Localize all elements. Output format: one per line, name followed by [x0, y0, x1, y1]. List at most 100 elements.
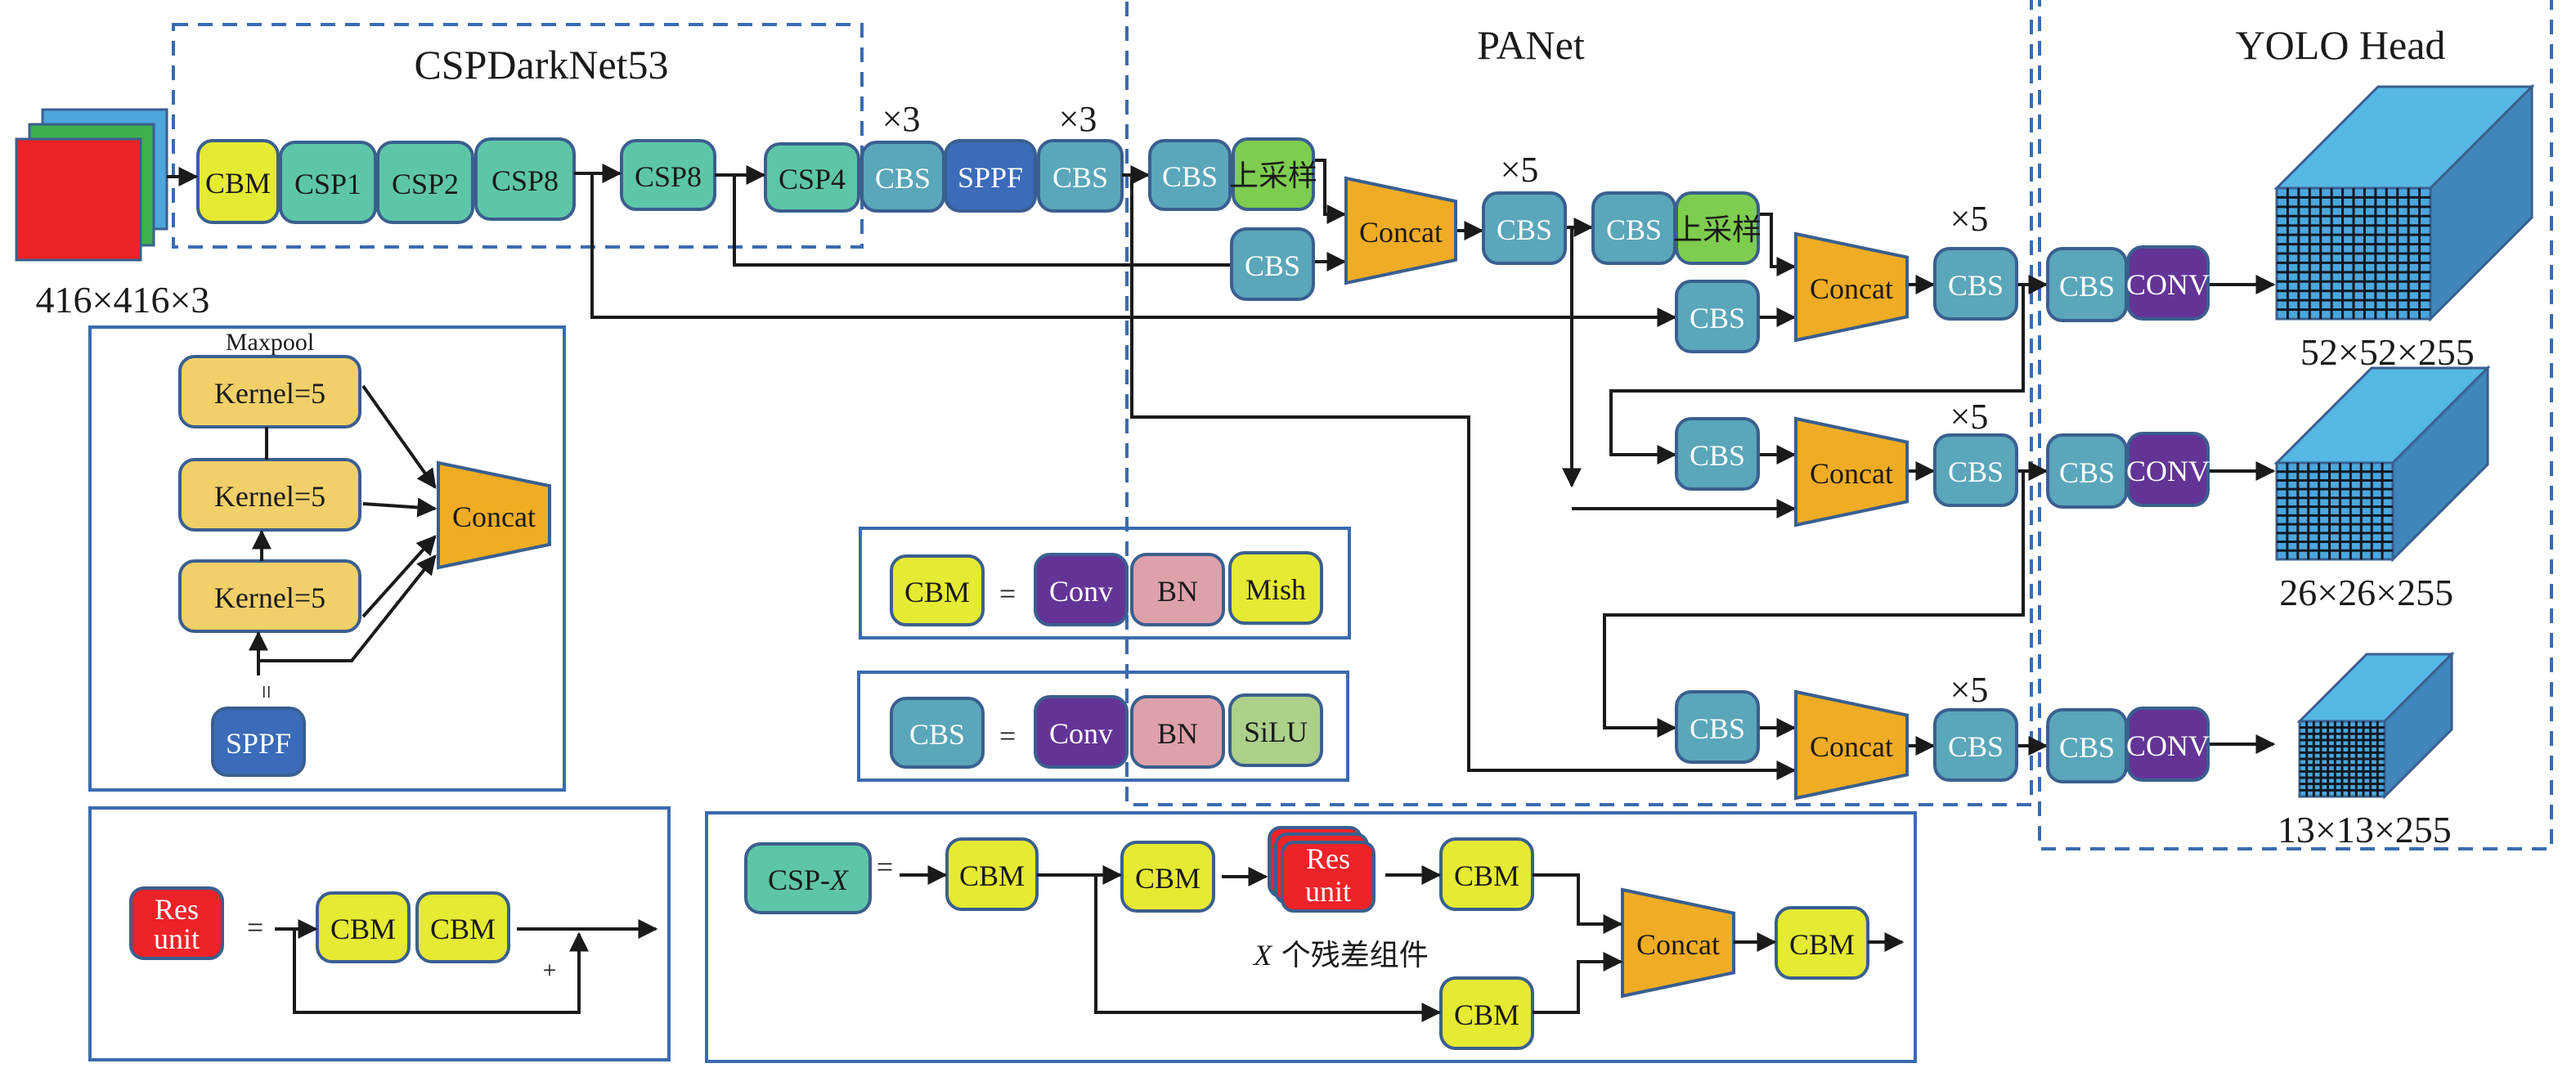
cbs-legend-lhs-label: CBS — [909, 718, 965, 751]
neck-upsample-2: 上采样 — [1673, 191, 1761, 265]
neck-cbs-6: CBS — [1933, 247, 2018, 321]
wire-csp8b-skip-to-neck-cbs2 — [733, 175, 1230, 267]
csp-legend-cbm-2-label: CBM — [1135, 862, 1200, 895]
csp-legend-cbm-4: CBM — [1439, 976, 1534, 1050]
neck-concat-4-shape — [1794, 689, 1909, 801]
backbone-block-csp1-shape — [279, 141, 377, 224]
neck-concat-1-shape — [1344, 176, 1457, 285]
sppf-legend-panel — [88, 325, 566, 792]
backbone-block-csp8-b: CSP8 — [620, 139, 716, 211]
neck-concat-3: Concat — [1794, 416, 1909, 527]
wire-kernel2-to-concat — [362, 497, 438, 518]
backbone-block-cbm: CBM — [196, 139, 280, 224]
neck-concat-2-shape — [1794, 231, 1909, 343]
neck-cbs-6-shape — [1933, 247, 2018, 321]
csp-legend-cbm-3-label: CBM — [1454, 859, 1519, 892]
cbm-legend-bn-shape — [1130, 553, 1225, 626]
head-conv-3-label: CONV — [2126, 729, 2210, 762]
backbone-title: CSPDarkNet53 — [414, 42, 668, 88]
sppf-legend-sppf-block-shape — [211, 707, 306, 777]
neck-repeat-label-3: ×5 — [1950, 397, 1989, 437]
csp-legend-res-line1: Res — [1306, 842, 1350, 875]
wire-kernel3-to-concat — [361, 535, 437, 618]
cbs-legend-activation: SiLU — [1228, 693, 1323, 767]
cbm-legend-bn-label: BN — [1157, 575, 1198, 608]
sppf-legend-sppf-block-label: SPPF — [226, 727, 291, 760]
cbs-legend-bn: BN — [1130, 695, 1225, 769]
head-cbs-2-label: CBS — [2059, 456, 2115, 489]
neck-cbs-10: CBS — [1933, 708, 2018, 782]
neck-cbs-3-shape — [1482, 191, 1567, 265]
neck-title: PANet — [1477, 22, 1585, 68]
res-legend-equals: = — [247, 911, 263, 944]
head-conv-2-label: CONV — [2126, 455, 2210, 487]
backbone-block-csp2: CSP2 — [376, 141, 474, 224]
input-image-stack — [15, 108, 168, 262]
neck-cbs-3: CBS — [1482, 191, 1567, 265]
neck-cbs-5: CBS — [1675, 280, 1760, 353]
neck-repeat-label-2: ×5 — [1950, 199, 1989, 239]
maxpool-kernel-2-label: Kernel=5 — [214, 480, 325, 513]
neck-cbs-8-label: CBS — [1948, 455, 2004, 488]
csp-legend-lhs-label: CSP-X — [768, 864, 850, 896]
neck-cbs-5-shape — [1675, 280, 1760, 353]
backbone-block-sppf-shape — [944, 139, 1037, 213]
head-cbs-3-label: CBS — [2059, 731, 2115, 764]
neck-concat-3-shape — [1794, 416, 1909, 527]
res-legend-lhs-line2: unit — [154, 922, 200, 955]
backbone-block-csp2-shape — [376, 141, 474, 224]
csp-legend-caption-var: X — [1252, 939, 1273, 972]
res-legend-cbm-2: CBM — [415, 891, 510, 963]
neck-concat-1: Concat — [1344, 176, 1457, 285]
maxpool-kernel-3-label: Kernel=5 — [214, 581, 325, 614]
head-region-border — [2038, 0, 2553, 850]
csp-legend-cbm-4-label: CBM — [1454, 998, 1519, 1031]
csp-legend-res-line2: unit — [1305, 875, 1351, 908]
output-cube-medium: 26×26×255 — [2273, 365, 2491, 613]
cbm-legend-lhs-shape — [890, 554, 985, 626]
wire-csp-cbm3-to-concat — [1533, 873, 1623, 934]
neck-cbs-1-label: CBS — [1162, 160, 1218, 193]
neck-upsample-2-label: 上采样 — [1673, 213, 1761, 246]
head-conv-3-shape — [2126, 707, 2210, 782]
neck-concat-4: Concat — [1794, 689, 1909, 801]
cbm-legend-activation-label: Mish — [1245, 573, 1306, 606]
input-channel-red — [15, 137, 142, 262]
neck-cbs-9-shape — [1675, 690, 1760, 764]
res-legend-plus: + — [543, 957, 557, 984]
neck-concat-4-label: Concat — [1810, 730, 1893, 763]
output-cube-small-dims-label: 13×13×255 — [2278, 809, 2452, 850]
neck-cbs-4: CBS — [1591, 191, 1676, 265]
cbm-legend-activation: Mish — [1228, 551, 1323, 625]
csp-legend-concat: Concat — [1621, 887, 1735, 998]
sppf-legend-concat: Concat — [437, 460, 551, 570]
head-cbs-2: CBS — [2046, 433, 2128, 509]
wire-csp-branch — [1094, 875, 1442, 1022]
neck-cbs-5-label: CBS — [1690, 302, 1745, 334]
maxpool-kernel-3-shape — [178, 559, 361, 633]
wire-csp-cbm4-to-concat — [1533, 952, 1623, 1014]
wire-csp8a-skip-to-neck-cbs5 — [590, 173, 1677, 327]
neck-upsample-1: 上采样 — [1229, 137, 1317, 211]
cbm-legend-conv: Conv — [1034, 553, 1129, 626]
neck-cbs-10-label: CBS — [1948, 730, 2004, 763]
backbone-block-csp8-b-label: CSP8 — [635, 160, 702, 193]
neck-cbs-8-shape — [1933, 433, 2018, 507]
cbs-legend-activation-shape — [1228, 693, 1323, 767]
head-title: YOLO Head — [2236, 22, 2446, 68]
cbs-legend-lhs: CBS — [890, 697, 985, 769]
res-legend-cbm-1: CBM — [316, 891, 411, 963]
input-dims-label: 416×416×3 — [36, 279, 210, 321]
backbone-block-cbs-b: CBS — [1037, 139, 1124, 213]
neck-upsample-2-shape — [1675, 191, 1760, 265]
cbs-legend-equals: = — [999, 720, 1016, 752]
maxpool-kernel-2: Kernel=5 — [178, 458, 361, 532]
head-conv-1-label: CONV — [2126, 268, 2210, 301]
output-cube-medium-dims-label: 26×26×255 — [2279, 572, 2453, 613]
csp-legend-panel — [705, 811, 1917, 1063]
csp-legend-caption-text: 个残差组件 — [1272, 939, 1428, 972]
neck-cbs-6-label: CBS — [1948, 269, 2004, 302]
backbone-block-csp8-a: CSP8 — [474, 137, 576, 221]
maxpool-kernel-1-label: Kernel=5 — [214, 377, 325, 410]
